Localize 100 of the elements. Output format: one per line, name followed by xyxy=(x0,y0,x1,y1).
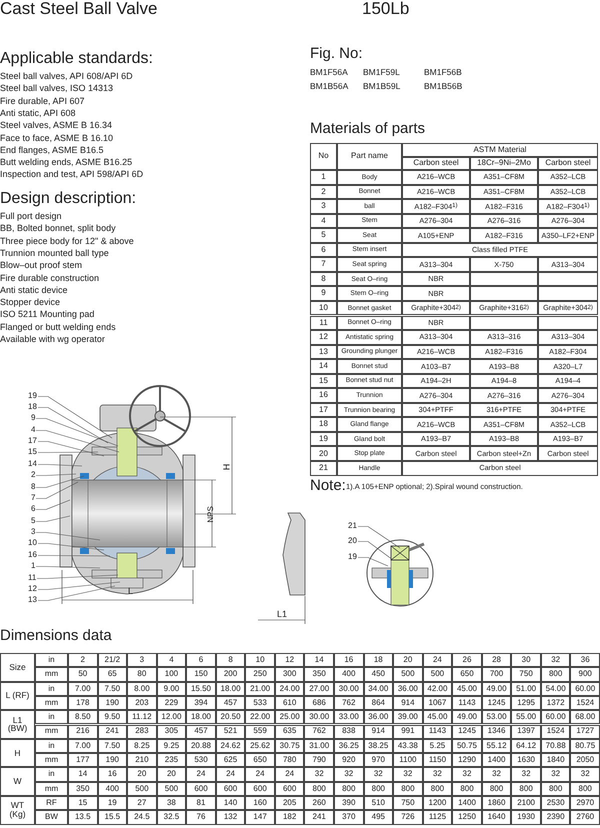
dimension-value: 1640 xyxy=(482,810,512,825)
dimension-value: 1397 xyxy=(511,724,541,739)
dimension-value: 2530 xyxy=(540,796,570,810)
dimension-value: 800 xyxy=(364,782,394,796)
dimension-value: 800 xyxy=(511,782,541,796)
dimension-value: 914 xyxy=(364,724,394,739)
dimension-value: 1125 xyxy=(422,810,452,825)
dimension-value: 1200 xyxy=(422,796,452,810)
dimension-value: 12 xyxy=(274,653,304,668)
dimension-value: 1295 xyxy=(511,696,541,710)
dimension-value: 20 xyxy=(393,653,423,668)
leader-line xyxy=(36,482,78,499)
row-number: 14 xyxy=(310,359,337,374)
callout-number: 7 xyxy=(31,494,36,503)
unit-label: in xyxy=(35,710,68,724)
dimension-value: 42.00 xyxy=(422,682,452,696)
dimension-value: 241 xyxy=(98,724,128,739)
dimension-value: 50 xyxy=(68,667,98,682)
pressure-class: 150Lb xyxy=(362,0,410,19)
leader-line xyxy=(38,555,110,556)
leader-line xyxy=(36,476,84,488)
leader-line xyxy=(358,557,388,566)
page-title: Cast Steel Ball Valve xyxy=(0,0,158,19)
model-number: BM1B56A xyxy=(310,82,348,92)
dimension-value: 76 xyxy=(186,810,216,825)
dimension-value: 2970 xyxy=(570,796,600,810)
dimension-value: 800 xyxy=(570,782,600,796)
dimension-value: 9.25 xyxy=(156,738,186,754)
row-header: L (RF) xyxy=(4,691,30,700)
dimension-value: 305 xyxy=(156,724,186,739)
dimension-value: 370 xyxy=(334,810,364,825)
unit-label: BW xyxy=(35,810,68,825)
dimension-value: 600 xyxy=(186,782,216,796)
dimension-value: 762 xyxy=(304,724,334,739)
dimension-value: 13.5 xyxy=(68,810,98,825)
dimension-value: 7.00 xyxy=(68,738,98,754)
dimension-value: 7.50 xyxy=(98,738,128,754)
dimension-value: 100 xyxy=(156,667,186,682)
design-feature: BB, Bolted bonnet, split body xyxy=(0,224,116,234)
callout-number: 1 xyxy=(31,562,36,571)
model-number: BM1F56B xyxy=(424,68,462,78)
row-number: 15 xyxy=(310,374,337,388)
dimension-value: 24 xyxy=(422,653,452,668)
dimension-value: 521 xyxy=(216,724,246,739)
dimension-value: 1290 xyxy=(452,753,482,768)
leader-line xyxy=(38,396,112,438)
dimension-value: 45.00 xyxy=(422,710,452,724)
dimension-value: 15.50 xyxy=(186,682,216,696)
row-number: 16 xyxy=(310,388,337,403)
dimension-value: 600 xyxy=(245,782,275,796)
dimension-value: 559 xyxy=(245,724,275,739)
dimension-value: 533 xyxy=(245,696,275,710)
row-number: 21 xyxy=(310,461,337,476)
dimension-value: 132 xyxy=(216,810,246,825)
note-heading: Note: xyxy=(310,478,346,494)
dimension-value: 800 xyxy=(540,782,570,796)
row-number: 19 xyxy=(310,432,337,446)
dimension-value: 30.00 xyxy=(334,682,364,696)
callout-number: 15 xyxy=(28,448,37,457)
callout-number: 21 xyxy=(348,522,357,531)
dimension-value: 49.00 xyxy=(482,682,512,696)
callout-number: 20 xyxy=(348,537,357,546)
design-feature: Anti static device xyxy=(0,286,68,296)
dimension-value: 10 xyxy=(245,653,275,668)
row-number: 2 xyxy=(310,184,337,200)
dimension-value: 500 xyxy=(422,667,452,682)
dimension-value: 610 xyxy=(274,696,304,710)
dimension-value: 7.00 xyxy=(68,682,98,696)
dimension-value: 30 xyxy=(511,653,541,668)
dimension-value: 9.50 xyxy=(98,710,128,724)
dimension-value: 25.00 xyxy=(274,710,304,724)
dimension-value: 7.50 xyxy=(98,682,128,696)
dimension-value: 2760 xyxy=(570,810,600,825)
dimension-value: 22.00 xyxy=(245,710,275,724)
row-number: 13 xyxy=(310,344,337,360)
unit-label: in xyxy=(35,767,68,782)
dimension-value: 19 xyxy=(98,796,128,810)
design-feature: Fire durable construction xyxy=(0,274,100,284)
model-number: BM1F56A xyxy=(310,68,348,78)
dimension-value: 800 xyxy=(482,782,512,796)
dimension-value: 50.75 xyxy=(452,738,482,754)
callout-number: 2 xyxy=(31,471,36,480)
dimension-value: 260 xyxy=(304,796,334,810)
section-heading: Design description: xyxy=(0,190,136,208)
dimension-value: 51.00 xyxy=(511,682,541,696)
dimension-value: 991 xyxy=(393,724,423,739)
leader-line xyxy=(38,582,120,590)
standard-item: Butt welding ends, ASME B16.25 xyxy=(0,158,132,168)
dimension-value: 800 xyxy=(393,782,423,796)
dimension-value: 24 xyxy=(245,767,275,782)
model-number: BM1B59L xyxy=(363,82,400,92)
dimension-value: 203 xyxy=(127,696,157,710)
leader-line xyxy=(38,586,116,601)
dimension-value: 8.25 xyxy=(127,738,157,754)
leader-line xyxy=(36,574,118,579)
dimension-value: 43.38 xyxy=(393,738,423,754)
dimension-value: 20 xyxy=(127,767,157,782)
dimension-value: 45.00 xyxy=(452,682,482,696)
dimension-value: 1372 xyxy=(540,696,570,710)
dimension-value: 16 xyxy=(334,653,364,668)
